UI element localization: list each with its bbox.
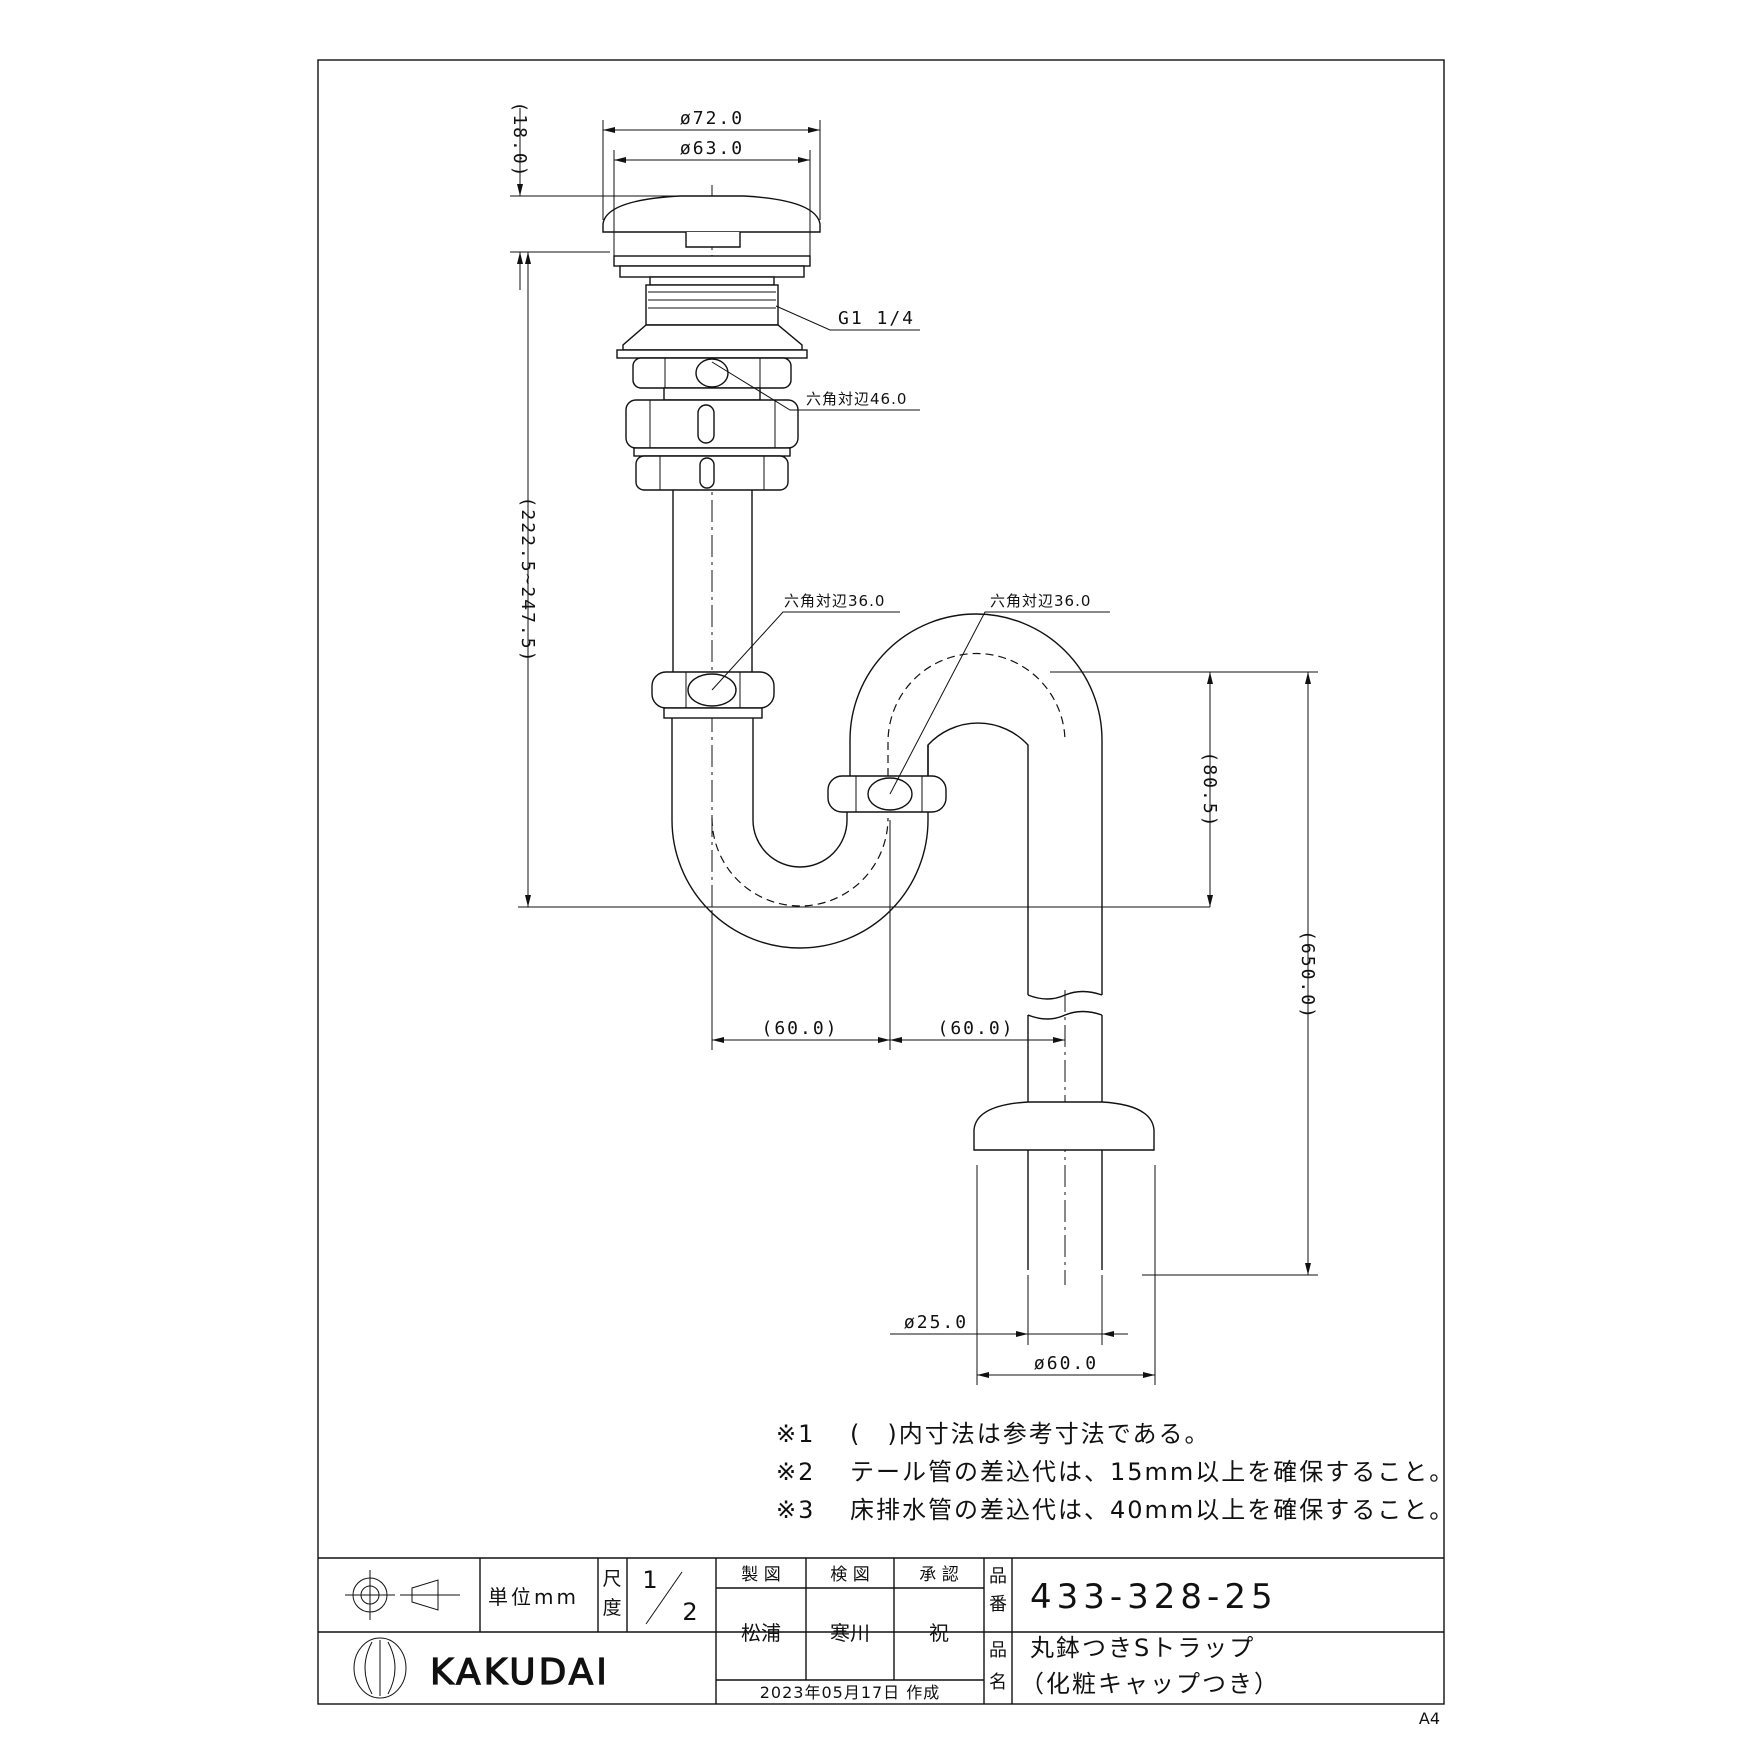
created-date: 2023年05月17日 作成 <box>760 1683 941 1702</box>
drawn-by: 松浦 <box>741 1621 781 1645</box>
approved-by: 祝 <box>929 1621 949 1645</box>
logo-text: KAKUDAI <box>430 1652 610 1693</box>
scale-numerator: 1 <box>642 1566 657 1594</box>
note-mark-1: ※1 <box>776 1420 815 1448</box>
dim-hex-left: 六角対辺36.0 <box>784 592 885 610</box>
scale-label-bottom: 度 <box>602 1597 621 1619</box>
dim-cap-height: (18.0) <box>509 101 530 178</box>
dim-hex-upper: 六角対辺46.0 <box>806 390 907 408</box>
note-mark-3: ※3 <box>776 1496 815 1524</box>
dim-flange-dia: ø60.0 <box>1034 1353 1098 1374</box>
dim-total-height: (650.0) <box>1297 930 1318 1020</box>
dimension-lines <box>510 108 1318 1385</box>
dim-cap-outer: ø72.0 <box>680 108 744 129</box>
part-no-label-2: 番 <box>989 1594 1007 1615</box>
product-label-2: 名 <box>989 1672 1007 1693</box>
paper-size: A4 <box>1419 1709 1440 1728</box>
checked-by: 寒川 <box>830 1621 870 1645</box>
unit-label: 単位mm <box>488 1585 579 1609</box>
checked-header: 検 図 <box>830 1565 869 1585</box>
drawn-header: 製 図 <box>741 1565 780 1585</box>
kakudai-logo-icon <box>353 1637 407 1699</box>
approved-header: 承 認 <box>919 1565 958 1585</box>
part-number: 433-328-25 <box>1030 1577 1278 1617</box>
product-name-line-2: （化粧キャップつき） <box>1020 1670 1280 1698</box>
notes: ※1 ( )内寸法は参考寸法である。 ※2 テール管の差込代は、15mm以上を確… <box>776 1420 1455 1524</box>
note-text-3: 床排水管の差込代は、40mm以上を確保すること。 <box>850 1496 1455 1524</box>
dim-cap-inner: ø63.0 <box>680 138 744 159</box>
trap-drawing <box>602 185 1155 1285</box>
part-no-label-1: 品 <box>989 1566 1007 1587</box>
note-mark-2: ※2 <box>776 1458 815 1486</box>
dim-offset-left: (60.0) <box>761 1018 838 1039</box>
product-name-line-1: 丸鉢つきSトラップ <box>1030 1634 1255 1662</box>
dim-hex-right: 六角対辺36.0 <box>990 592 1091 610</box>
projection-symbol-icon <box>345 1570 460 1620</box>
drawing-border <box>317 59 1445 1705</box>
note-text-2: テール管の差込代は、15mm以上を確保すること。 <box>850 1458 1455 1486</box>
dim-offset-right: (60.0) <box>937 1018 1014 1039</box>
dim-pipe-dia: ø25.0 <box>904 1312 968 1333</box>
scale-label-top: 尺 <box>602 1568 621 1590</box>
note-text-1: ( )内寸法は参考寸法である。 <box>850 1420 1211 1448</box>
dim-thread: G1 1/4 <box>838 308 915 329</box>
dim-tail-length: (222.5~247.5) <box>517 497 538 664</box>
dim-trap-depth: (80.5) <box>1199 751 1220 828</box>
scale-denominator: 2 <box>682 1598 697 1626</box>
title-block: 単位mm 尺 度 1 2 製 図 検 図 承 認 松浦 寒川 祝 品 番 433… <box>318 1557 1444 1704</box>
product-label-1: 品 <box>989 1640 1007 1661</box>
